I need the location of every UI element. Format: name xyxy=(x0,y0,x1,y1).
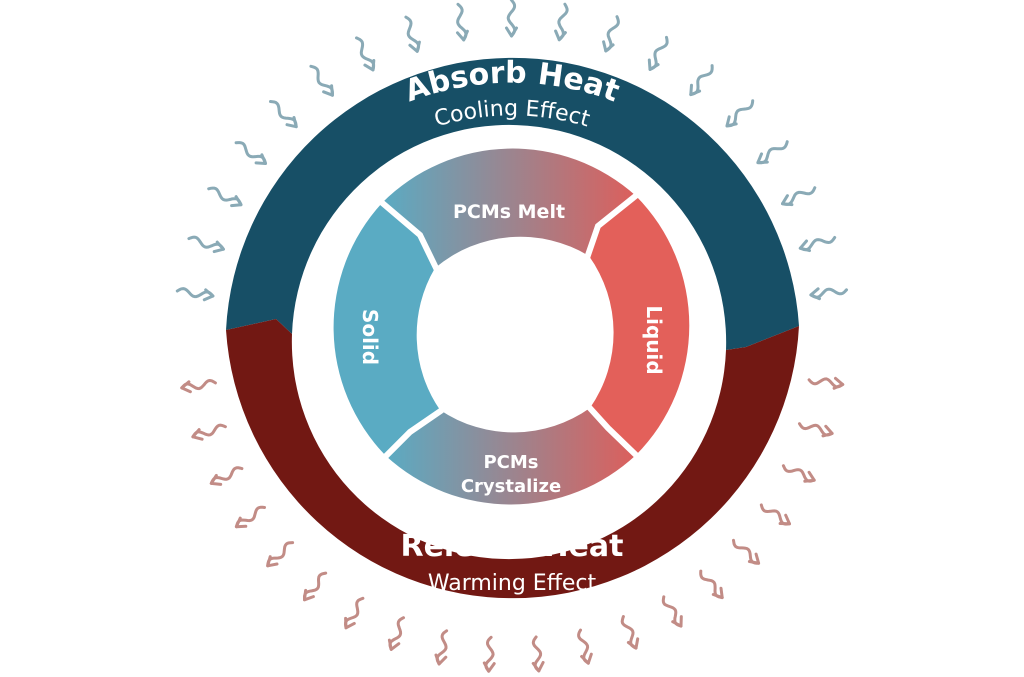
incoming-heat-arrow-icon-head xyxy=(781,194,794,207)
outgoing-heat-arrow-icon-head xyxy=(832,376,845,390)
incoming-heat-arrow-icon-head xyxy=(456,29,469,42)
release-heat-ring xyxy=(226,319,799,599)
incoming-heat-arrow-icon xyxy=(309,64,335,97)
incoming-heat-arrow-icon-head xyxy=(363,59,376,72)
incoming-heat-arrows xyxy=(175,0,848,302)
outgoing-heat-arrow-icon-head xyxy=(821,424,834,438)
segment-dividers xyxy=(378,191,641,461)
release-heat-subtitle: Warming Effect xyxy=(428,571,597,596)
outgoing-heat-arrow-icon-head xyxy=(191,428,204,441)
incoming-heat-arrow-icon-head xyxy=(725,115,738,128)
incoming-heat-arrow-icon-head xyxy=(202,288,215,302)
outgoing-heat-arrow-icon xyxy=(266,541,295,568)
incoming-heat-arrow-icon-head xyxy=(809,287,821,301)
outgoing-heat-arrow-icon-head xyxy=(344,616,356,630)
outgoing-heat-arrow-icon-head xyxy=(434,653,448,666)
outgoing-heat-arrow-icon-head xyxy=(580,652,593,665)
pcms-melt-segment xyxy=(382,148,636,268)
incoming-heat-arrow-icon-head xyxy=(322,84,334,97)
incoming-heat-arrow-icon-head xyxy=(254,153,267,165)
incoming-heat-arrow-icon-head xyxy=(408,40,421,53)
incoming-heat-arrow-icon xyxy=(269,100,298,129)
outgoing-heat-arrow-icon-head xyxy=(778,513,791,526)
outgoing-heat-arrow-icon-head xyxy=(180,380,192,394)
solid-segment xyxy=(333,203,440,456)
outgoing-heat-arrow-icon-head xyxy=(387,638,401,651)
pcms-crystalize-label-line1: PCMs xyxy=(483,452,538,473)
outgoing-heat-arrow-icon xyxy=(699,569,724,600)
incoming-heat-arrow-icon xyxy=(756,140,789,165)
incoming-heat-arrow-icon xyxy=(689,64,714,97)
outgoing-heat-arrow-icon-head xyxy=(671,615,683,628)
pcms-crystalize-label-line2: Crystalize xyxy=(461,476,561,497)
liquid-label: Liquid xyxy=(642,305,666,374)
incoming-heat-arrow-icon-head xyxy=(602,40,615,53)
incoming-heat-arrow-icon xyxy=(234,141,267,165)
outgoing-heat-arrow-icon xyxy=(732,538,761,565)
outgoing-heat-arrow-icon-head xyxy=(482,661,496,673)
incoming-heat-arrow-icon xyxy=(725,99,755,128)
outgoing-heat-arrow-icon-head xyxy=(209,473,223,486)
incoming-heat-arrow-icon-head xyxy=(554,29,567,42)
release-heat-title: Release Heat xyxy=(400,529,623,564)
incoming-heat-arrow-icon-head xyxy=(798,239,811,253)
outgoing-heat-arrow-icon-head xyxy=(711,586,724,600)
incoming-heat-arrow-icon-head xyxy=(285,116,298,129)
pcms-melt-label: PCMs Melt xyxy=(453,201,565,223)
outgoing-heat-arrow-icon-head xyxy=(531,661,545,673)
incoming-heat-arrow-icon-head xyxy=(505,26,518,38)
incoming-heat-arrow-icon-head xyxy=(212,240,225,254)
outgoing-heat-arrow-icon-head xyxy=(803,470,816,483)
solid-label: Solid xyxy=(358,309,382,365)
outgoing-heat-arrows xyxy=(180,376,845,673)
outgoing-heat-arrow-icon-head xyxy=(626,637,640,650)
pcms-crystalize-segment xyxy=(386,408,636,505)
outgoing-heat-arrow-icon xyxy=(303,571,328,602)
outgoing-heat-arrow-icon-head xyxy=(234,516,248,529)
incoming-heat-arrow-icon-head xyxy=(689,83,702,97)
outgoing-heat-arrow-icon-head xyxy=(747,552,761,565)
incoming-heat-arrow-icon-head xyxy=(756,152,769,165)
incoming-heat-arrow-icon-head xyxy=(230,195,243,208)
incoming-heat-arrow-icon-head xyxy=(647,58,660,71)
outgoing-heat-arrow-icon-head xyxy=(266,555,279,568)
liquid-segment xyxy=(589,196,690,455)
absorb-heat-ring xyxy=(226,57,799,350)
outgoing-heat-arrow-icon-head xyxy=(303,588,315,602)
